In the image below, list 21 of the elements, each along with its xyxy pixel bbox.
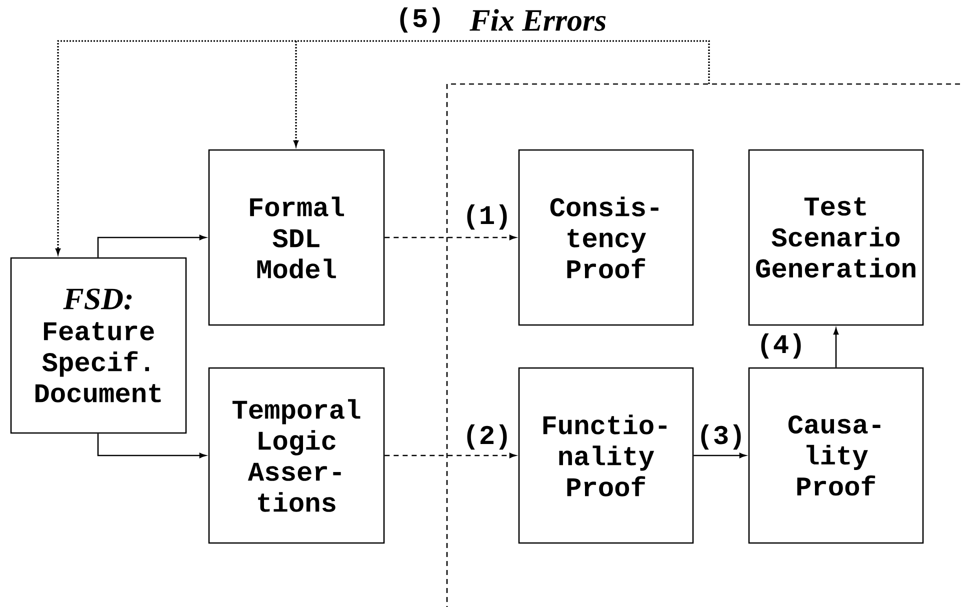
arrow: [97, 234, 206, 258]
arrow: [97, 434, 206, 458]
process-box: Formal SDL Model: [208, 149, 385, 326]
process-box: Functio- nality Proof: [518, 367, 694, 544]
process-box: Causa- lity Proof: [748, 367, 924, 544]
edge-label: (3): [696, 423, 746, 451]
arrow: [384, 452, 516, 458]
edge-label: (1): [462, 203, 512, 231]
process-box: Consis- tency Proof: [518, 149, 694, 326]
edge-label: (2): [462, 423, 512, 451]
process-box: Temporal Logic Asser- tions: [208, 367, 385, 544]
edge-label: (4): [756, 332, 806, 360]
arrow: [694, 452, 746, 458]
arrow: [294, 41, 298, 146]
arrow: [384, 234, 516, 240]
process-box: FSD: Feature Specif. Document: [10, 257, 187, 434]
process-box: Test Scenario Generation: [748, 149, 924, 326]
arrow: [833, 328, 839, 368]
arrow: [56, 40, 710, 254]
note-label: Fix Errors: [470, 9, 606, 31]
edge-label: (5): [394, 6, 446, 34]
